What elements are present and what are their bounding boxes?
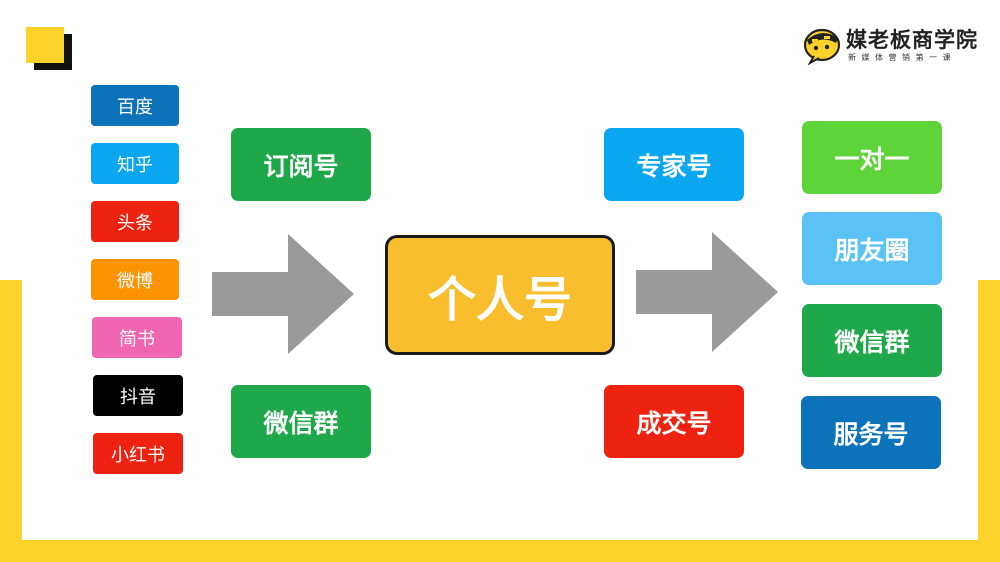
logo-title: 媒老板商学院 (846, 28, 978, 52)
box-subscription-account: 订阅号 (231, 128, 371, 201)
arrow-right-icon (636, 232, 778, 352)
frame-right-bar (978, 280, 1000, 562)
logo: 媒老板商学院 新媒体营销第一课 (800, 20, 985, 68)
platform-xiaohongshu: 小红书 (93, 433, 183, 474)
frame-bottom-bar (0, 540, 1000, 562)
platform-baidu: 百度 (91, 85, 179, 126)
platform-weibo: 微博 (91, 259, 179, 300)
platform-jianshu: 简书 (92, 317, 182, 358)
platform-douyin: 抖音 (93, 375, 183, 416)
frame-left-bar (0, 280, 22, 562)
platform-zhihu: 知乎 (91, 143, 179, 184)
corner-mark-square (26, 27, 64, 63)
box-expert-account: 专家号 (604, 128, 744, 201)
outcome-service-account: 服务号 (801, 396, 941, 469)
outcome-one-on-one: 一对一 (802, 121, 942, 194)
platform-toutiao: 头条 (91, 201, 179, 242)
box-deal-account: 成交号 (604, 385, 744, 458)
outcome-wechat-group: 微信群 (802, 304, 942, 377)
logo-subtitle: 新媒体营销第一课 (848, 53, 956, 62)
arrow-right-icon (212, 234, 354, 354)
center-personal-account: 个人号 (385, 235, 615, 355)
box-wechat-group-left: 微信群 (231, 385, 371, 458)
logo-mascot-icon (803, 28, 841, 65)
outcome-moments: 朋友圈 (802, 212, 942, 285)
